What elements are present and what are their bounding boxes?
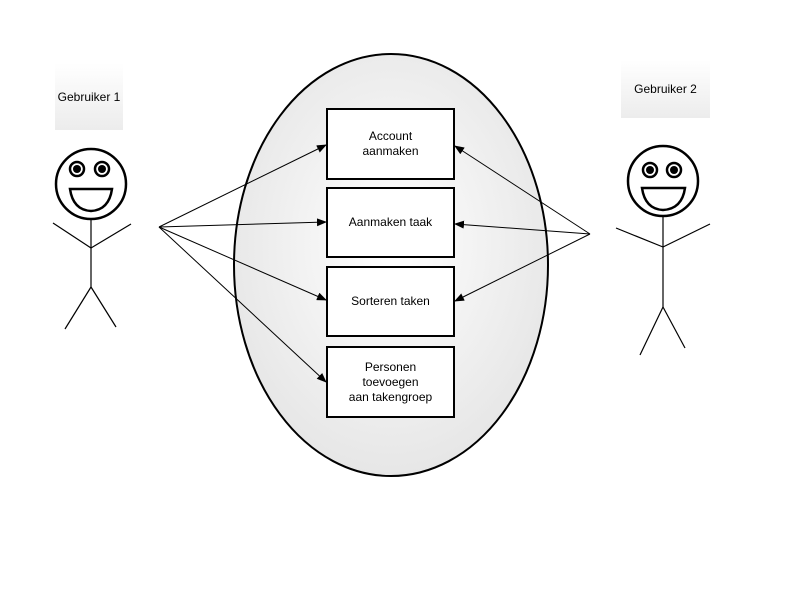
actor-2-arm-right — [662, 223, 711, 248]
actor-2-smile-icon — [640, 186, 687, 212]
usecase-aanmaken-taak: Aanmaken taak — [326, 187, 455, 258]
actor-1-left-pupil — [73, 165, 81, 173]
actor-gebruiker-1-figure — [52, 147, 132, 330]
actor-label-gebruiker-2: Gebruiker 2 — [621, 60, 710, 118]
actor-1-smile-icon — [68, 187, 114, 213]
actor-2-left-pupil — [646, 166, 654, 174]
actor-1-arm-left — [52, 222, 92, 249]
actor-1-leg-right — [90, 286, 117, 328]
actor-1-right-pupil — [98, 165, 106, 173]
arrow-gebruiker2-sorteren-taken — [454, 233, 591, 302]
usecase-sorteren-taken: Sorteren taken — [326, 266, 455, 337]
actor-2-leg-left — [639, 306, 664, 356]
arrow-gebruiker1-personen-toevoegen — [158, 226, 327, 383]
actor-2-leg-right — [662, 306, 686, 349]
system-boundary-ellipse — [233, 53, 549, 477]
association-arrows — [158, 144, 591, 383]
actor-2-right-pupil — [670, 166, 678, 174]
arrow-gebruiker2-aanmaken-taak — [454, 220, 591, 235]
usecase-account-aanmaken: Account aanmaken — [326, 108, 455, 180]
arrow-gebruiker1-account-aanmaken — [158, 144, 327, 228]
arrow-gebruiker1-sorteren-taken — [158, 226, 327, 301]
actor-1-arm-right — [90, 223, 132, 249]
actor-2-arm-left — [615, 227, 664, 248]
arrow-gebruiker1-aanmaken-taak — [158, 218, 327, 228]
usecase-personen-toevoegen: Personen toevoegen aan takengroep — [326, 346, 455, 418]
actor-gebruiker-2-figure — [615, 144, 711, 356]
actor-label-gebruiker-1: Gebruiker 1 — [55, 63, 123, 130]
arrow-gebruiker2-account-aanmaken — [454, 145, 591, 235]
actor-1-leg-left — [64, 286, 92, 330]
